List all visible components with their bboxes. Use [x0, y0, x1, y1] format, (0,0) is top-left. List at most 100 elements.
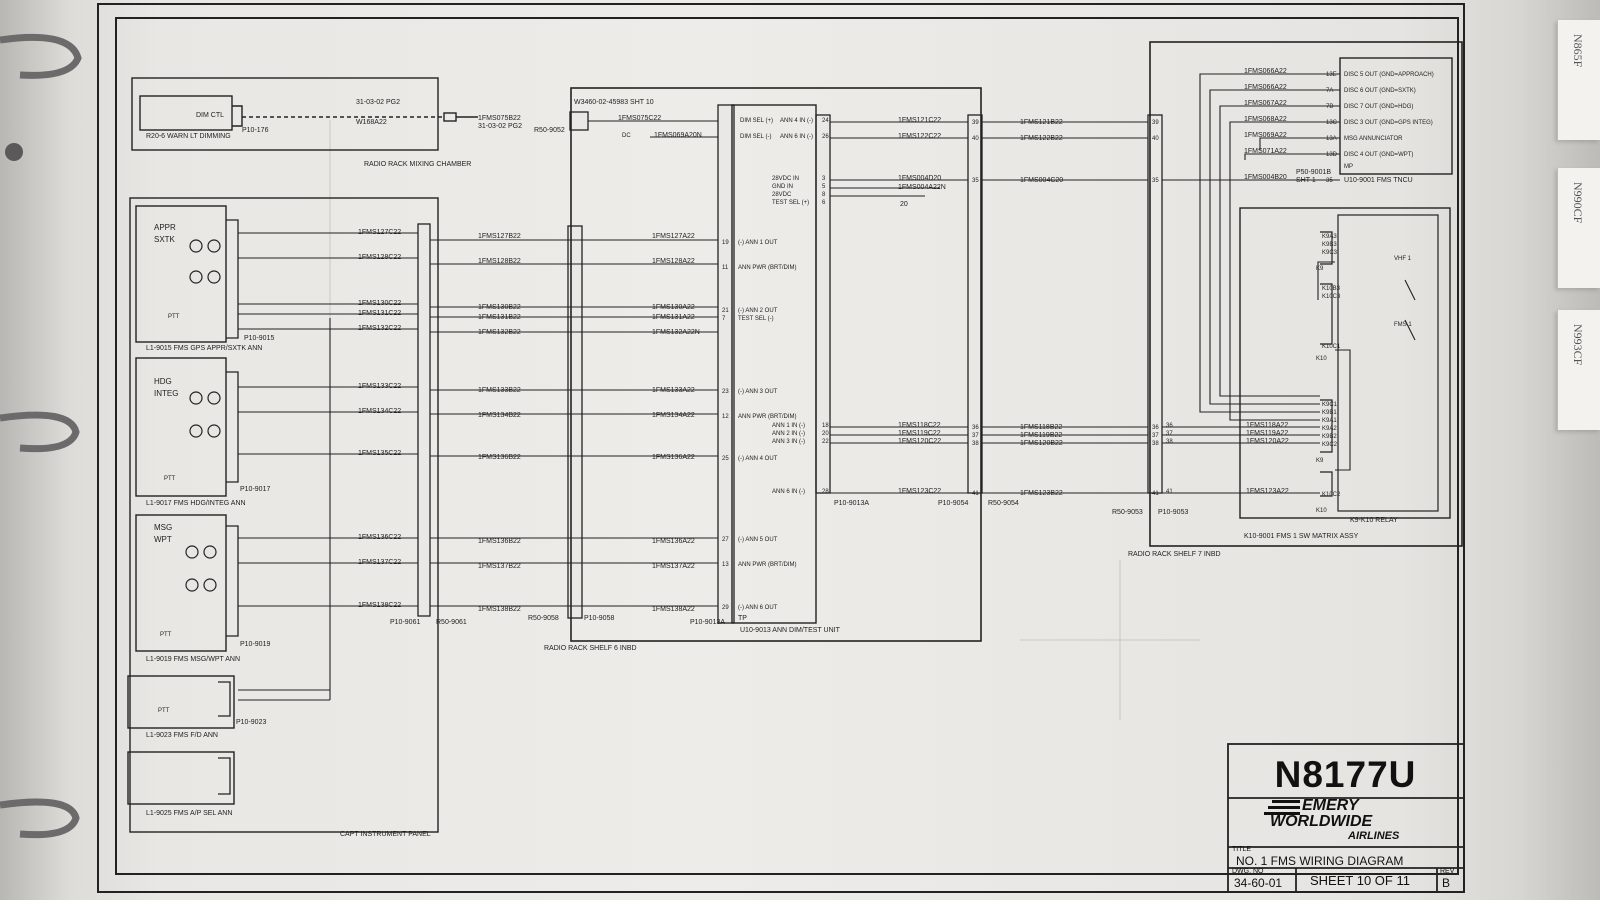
relay-contact-label: K10C2	[1322, 492, 1341, 498]
index-tab-n990cf[interactable]: N990CF	[1557, 168, 1600, 288]
wire-label: 1FMS120B22	[1020, 440, 1063, 447]
wire-label: 1FMS121C22	[898, 117, 941, 124]
pin-label: ANN PWR (BRT/DIM)	[738, 562, 797, 568]
pin-number: 38	[1166, 439, 1173, 445]
pin-number: 41	[1152, 491, 1159, 497]
relay-box	[1337, 214, 1439, 512]
legend-text: APPR	[154, 223, 176, 232]
pin-label: 28VDC IN	[772, 176, 799, 182]
capt-panel-outline	[127, 197, 439, 833]
inner-border	[115, 17, 1459, 875]
wire-label: 1FMS004C20	[1020, 177, 1063, 184]
wire-label: 1FMS131C22	[358, 310, 401, 317]
connector-label: TP	[738, 615, 747, 622]
legend-text: SXTK	[154, 235, 176, 244]
pin-number: 7A	[1326, 88, 1333, 94]
dim-ctl-label: DIM CTL	[196, 112, 224, 119]
wire-label: 1FMS136C22	[358, 534, 401, 541]
relay-contact-label: K9A2	[1322, 426, 1337, 432]
connector-bars	[417, 104, 1163, 624]
sw-matrix-assy	[1239, 207, 1451, 519]
warn-lt-dimming-label: R20-6 WARN LT DIMMING	[146, 133, 231, 140]
index-tab-n865f[interactable]: N865F	[1557, 20, 1600, 140]
mixing-chamber-label: RADIO RACK MIXING CHAMBER	[364, 161, 471, 168]
legend-text: HDG	[154, 377, 172, 386]
pin-number: 41	[1166, 489, 1173, 495]
unit-label: U10-9001 FMS TNCU	[1344, 177, 1413, 184]
wire-label: 1FMS130B22	[478, 304, 521, 311]
annunciator-label: L1-9017 FMS HDG/INTEG ANN	[146, 500, 246, 507]
wire-label: 1FMS131A22	[652, 314, 695, 321]
connector-label: R50-9053	[1112, 509, 1143, 516]
drawing-number: 34-60-01	[1234, 876, 1283, 890]
pin-number: 36	[972, 425, 979, 431]
wire-label: 1FMS075B22	[478, 115, 521, 122]
annunciator-label: L1-9019 FMS MSG/WPT ANN	[146, 656, 240, 663]
relay-label: K9-K10 RELAY	[1350, 517, 1398, 524]
wire-label: 1FMS138A22	[652, 606, 695, 613]
binder-hole	[5, 143, 23, 161]
ref-label: 31-03-02 PG2	[478, 123, 522, 130]
pin-number: 20	[822, 431, 829, 437]
logo-emery: EMERY	[1302, 797, 1359, 814]
pin-label: TEST SEL (+)	[772, 200, 809, 206]
ptt-label: PTT	[160, 632, 172, 638]
connector-label: R50-9058	[528, 615, 559, 622]
pin-number: 38	[972, 441, 979, 447]
connector-label: P10-9013A	[690, 619, 725, 626]
assy-label: K10-9001 FMS 1 SW MATRIX ASSY	[1244, 533, 1359, 540]
wire-label: 1FMS137B22	[478, 563, 521, 570]
connector-label: P10-9023	[236, 719, 266, 726]
pin-number: 3	[822, 176, 826, 182]
pin-number: 27	[722, 537, 729, 543]
wire-label: 1FMS066A22	[1244, 84, 1287, 91]
wire-label: 1FMS134B22	[478, 412, 521, 419]
ref-label: W3460-02-45983 SHT 10	[574, 99, 654, 106]
relay-contacts	[1320, 231, 1333, 497]
pin-number: 13A	[1326, 136, 1337, 142]
wire-label: 1FMS130C22	[358, 300, 401, 307]
pin-number: 35	[972, 178, 979, 184]
wire-label: 1FMS068A22	[1244, 116, 1287, 123]
wire-label: W168A22	[356, 119, 387, 126]
pin-number: 38	[1152, 441, 1159, 447]
wire-label: 1FMS127B22	[478, 233, 521, 240]
tab-label: N865F	[1571, 34, 1585, 68]
connector-label: P10-9061	[390, 619, 420, 626]
wire-label: 1FMS136B22	[478, 454, 521, 461]
pin-label: ANN PWR (BRT/DIM)	[738, 265, 797, 271]
relay-label: K9	[1316, 266, 1324, 272]
wire-label: 1FMS136A22	[652, 538, 695, 545]
annunciator-connectors	[218, 219, 239, 795]
shelf7-outline	[1149, 41, 1463, 547]
wire-label: 1FMS122B22	[1020, 135, 1063, 142]
pin-label: ANN PWR (BRT/DIM)	[738, 414, 797, 420]
left-wire-bundle	[238, 232, 418, 701]
connector-label: P10-9053	[1158, 509, 1188, 516]
wire-label: 1FMS121B22	[1020, 119, 1063, 126]
pin-number: 24	[822, 118, 829, 124]
wire-label: 1FMS131B22	[478, 314, 521, 321]
wire-label: 1FMS136B22	[478, 538, 521, 545]
wire-label: 1FMS066A22	[1244, 68, 1287, 75]
pin-number: 13D	[1326, 152, 1338, 158]
relay-contact-label: K9C3	[1322, 250, 1338, 256]
relay-contact-label: K9A1	[1322, 418, 1337, 424]
index-tab-n993cf[interactable]: N993CF	[1557, 310, 1600, 430]
pin-number: 40	[1152, 136, 1159, 142]
pin-label: MP	[1344, 164, 1353, 170]
wire-label: 1FMS133A22	[652, 387, 695, 394]
vhf-label: VHF 1	[1394, 256, 1412, 262]
pin-number: 19	[722, 240, 729, 246]
wire-label: 1FMS133C22	[358, 383, 401, 390]
relay-label: K10	[1316, 356, 1327, 362]
wire-label: 1FMS067A22	[1244, 100, 1287, 107]
pin-label: (-) ANN 2 OUT	[738, 308, 778, 314]
pin-number: 26	[822, 134, 829, 140]
pin-number: 29	[722, 605, 729, 611]
pin-number: 37	[972, 433, 979, 439]
pin-number: 25	[722, 456, 729, 462]
connector-label: P10-9058	[584, 615, 614, 622]
wire-label: 1FMS127C22	[358, 229, 401, 236]
pin-number: 35	[1326, 178, 1333, 184]
